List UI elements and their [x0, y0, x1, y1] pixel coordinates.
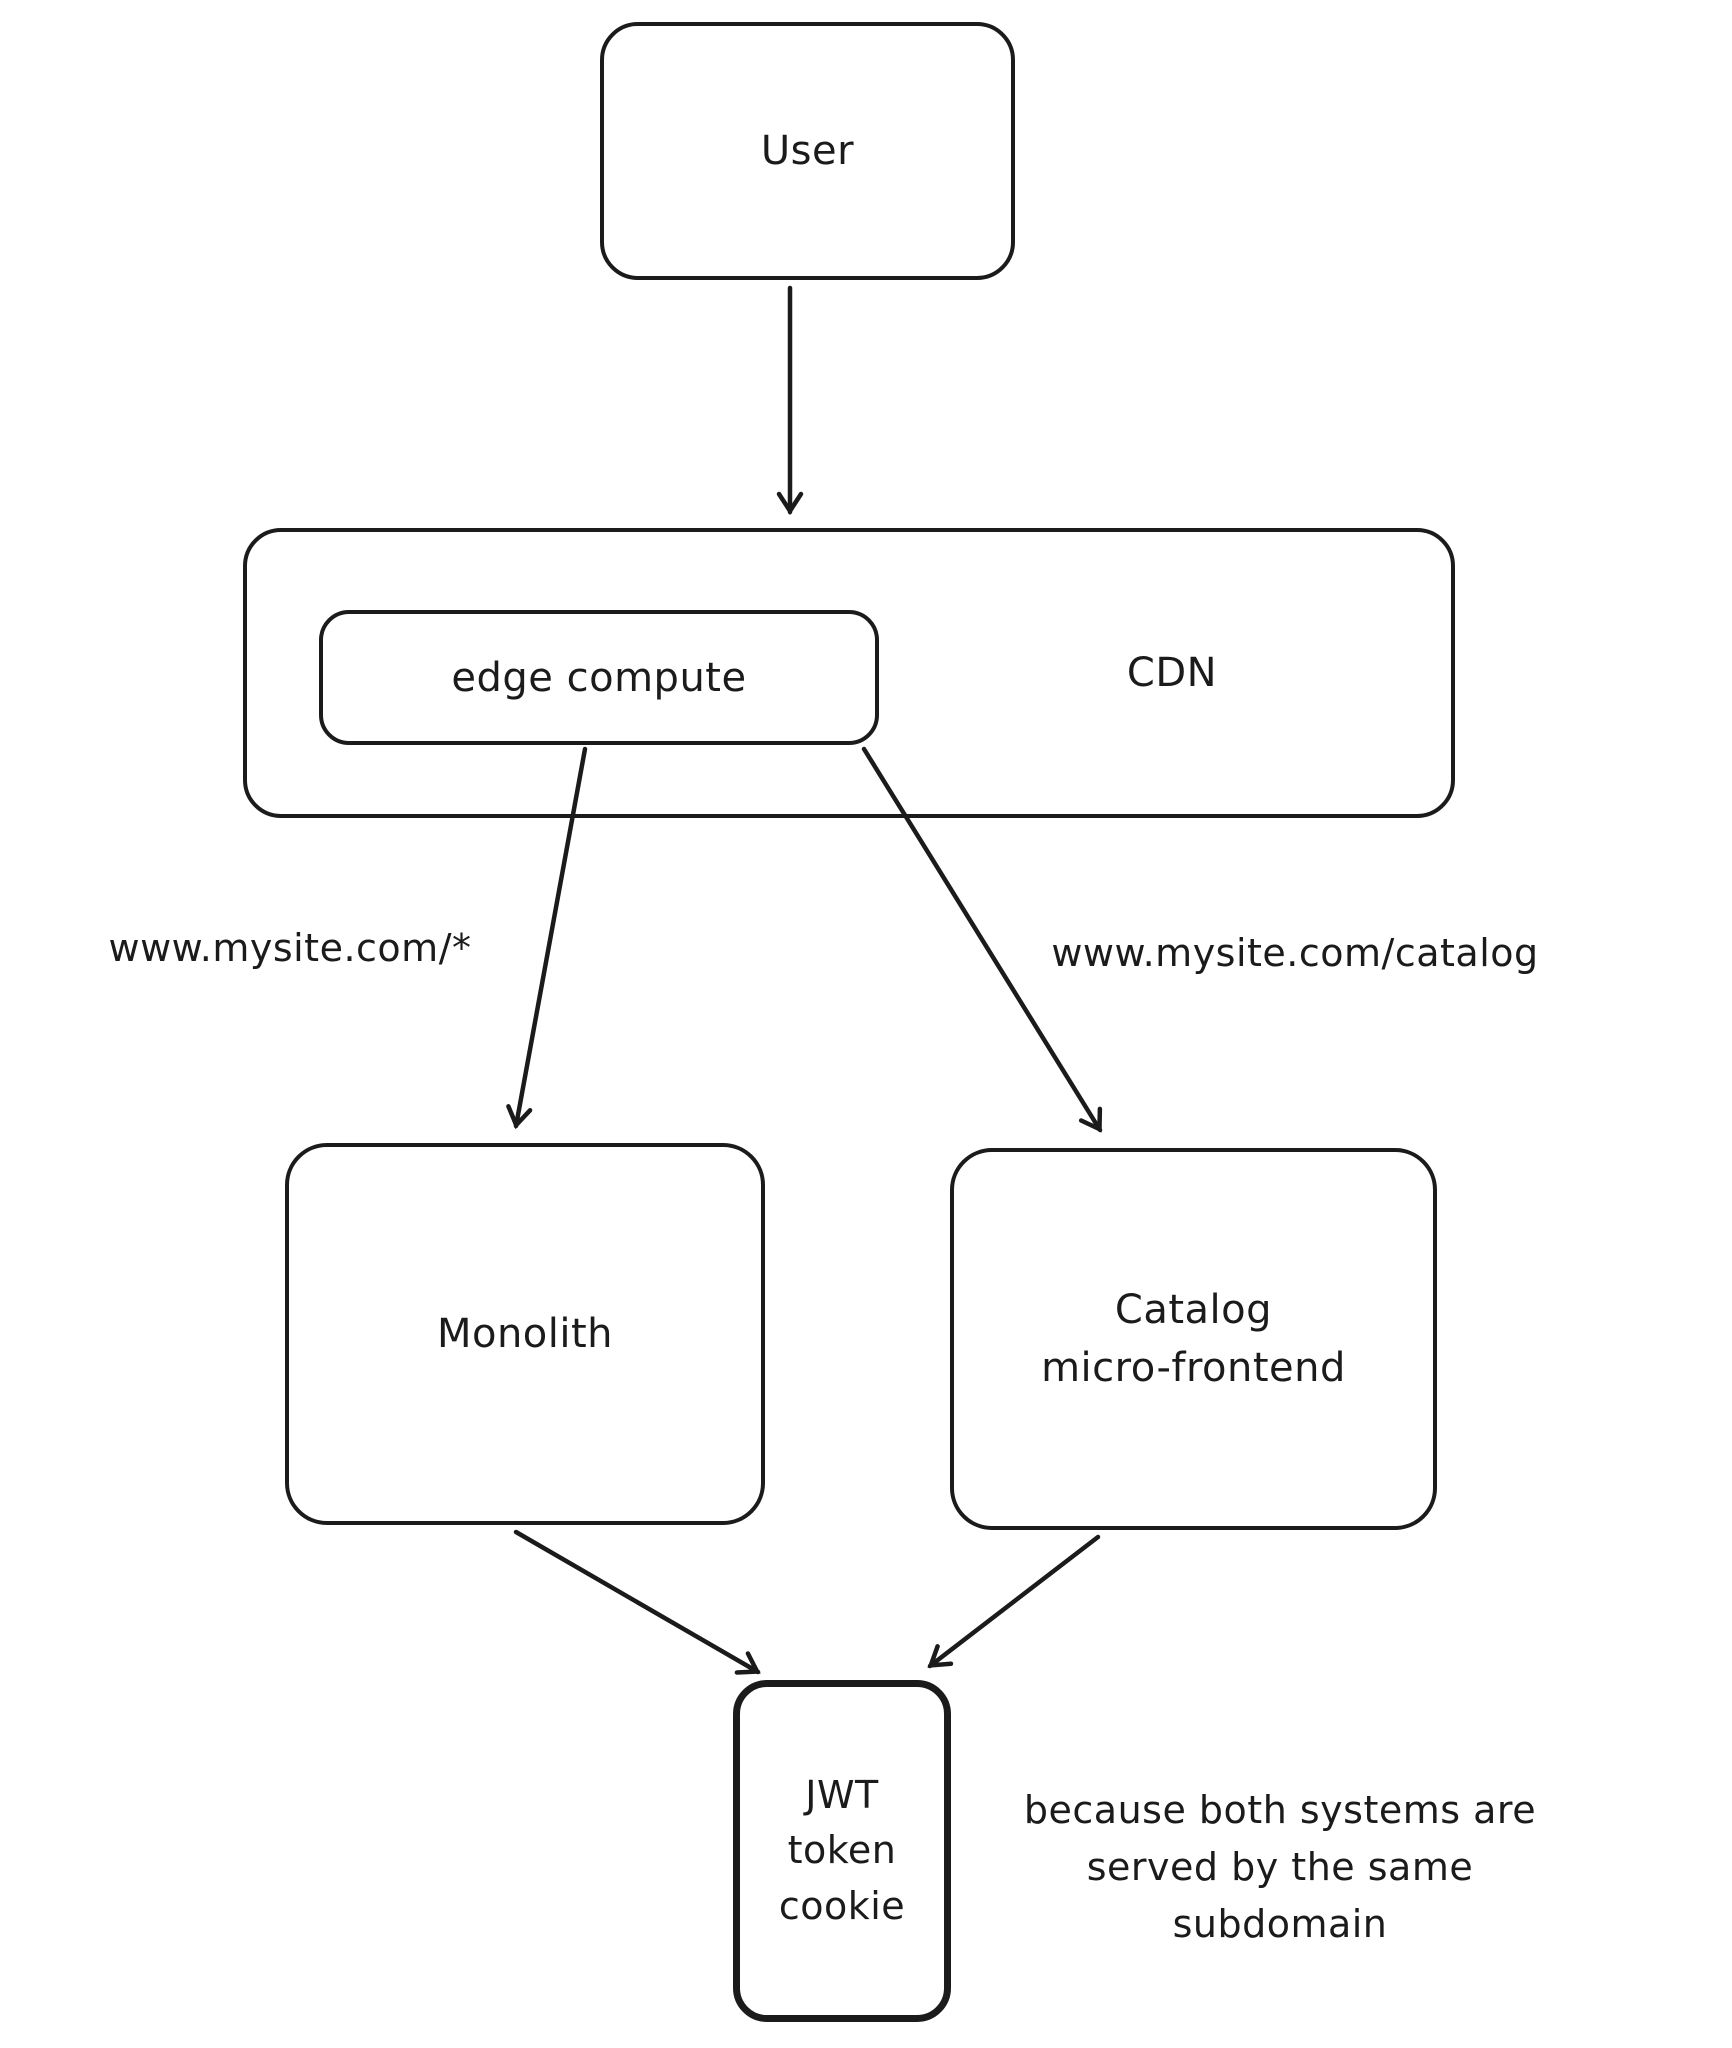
jwt-node: JWT token cookie [733, 1680, 951, 2022]
route-label-catalog: www.mysite.com/catalog [1051, 931, 1539, 975]
user-node-label: User [760, 128, 855, 174]
monolith-node: Monolith [285, 1143, 765, 1525]
jwt-node-label: JWT token cookie [778, 1773, 906, 1928]
arrow-catalog-to-jwt [927, 1534, 1101, 1669]
edge-compute-node-label: edge compute [451, 654, 747, 701]
catalog-node: Catalog micro-frontend [950, 1148, 1437, 1530]
monolith-node-label: Monolith [436, 1311, 614, 1357]
route-label-monolith: www.mysite.com/* [108, 926, 472, 970]
cdn-node: edge compute CDN [243, 528, 1455, 818]
user-node: User [600, 22, 1015, 280]
arrow-monolith-to-jwt [513, 1529, 761, 1675]
edge-compute-node: edge compute [319, 610, 879, 745]
catalog-node-label: Catalog micro-frontend [1041, 1287, 1346, 1391]
cdn-node-label: CDN [1126, 650, 1218, 696]
annotation-note: because both systems are served by the s… [1023, 1788, 1537, 1946]
